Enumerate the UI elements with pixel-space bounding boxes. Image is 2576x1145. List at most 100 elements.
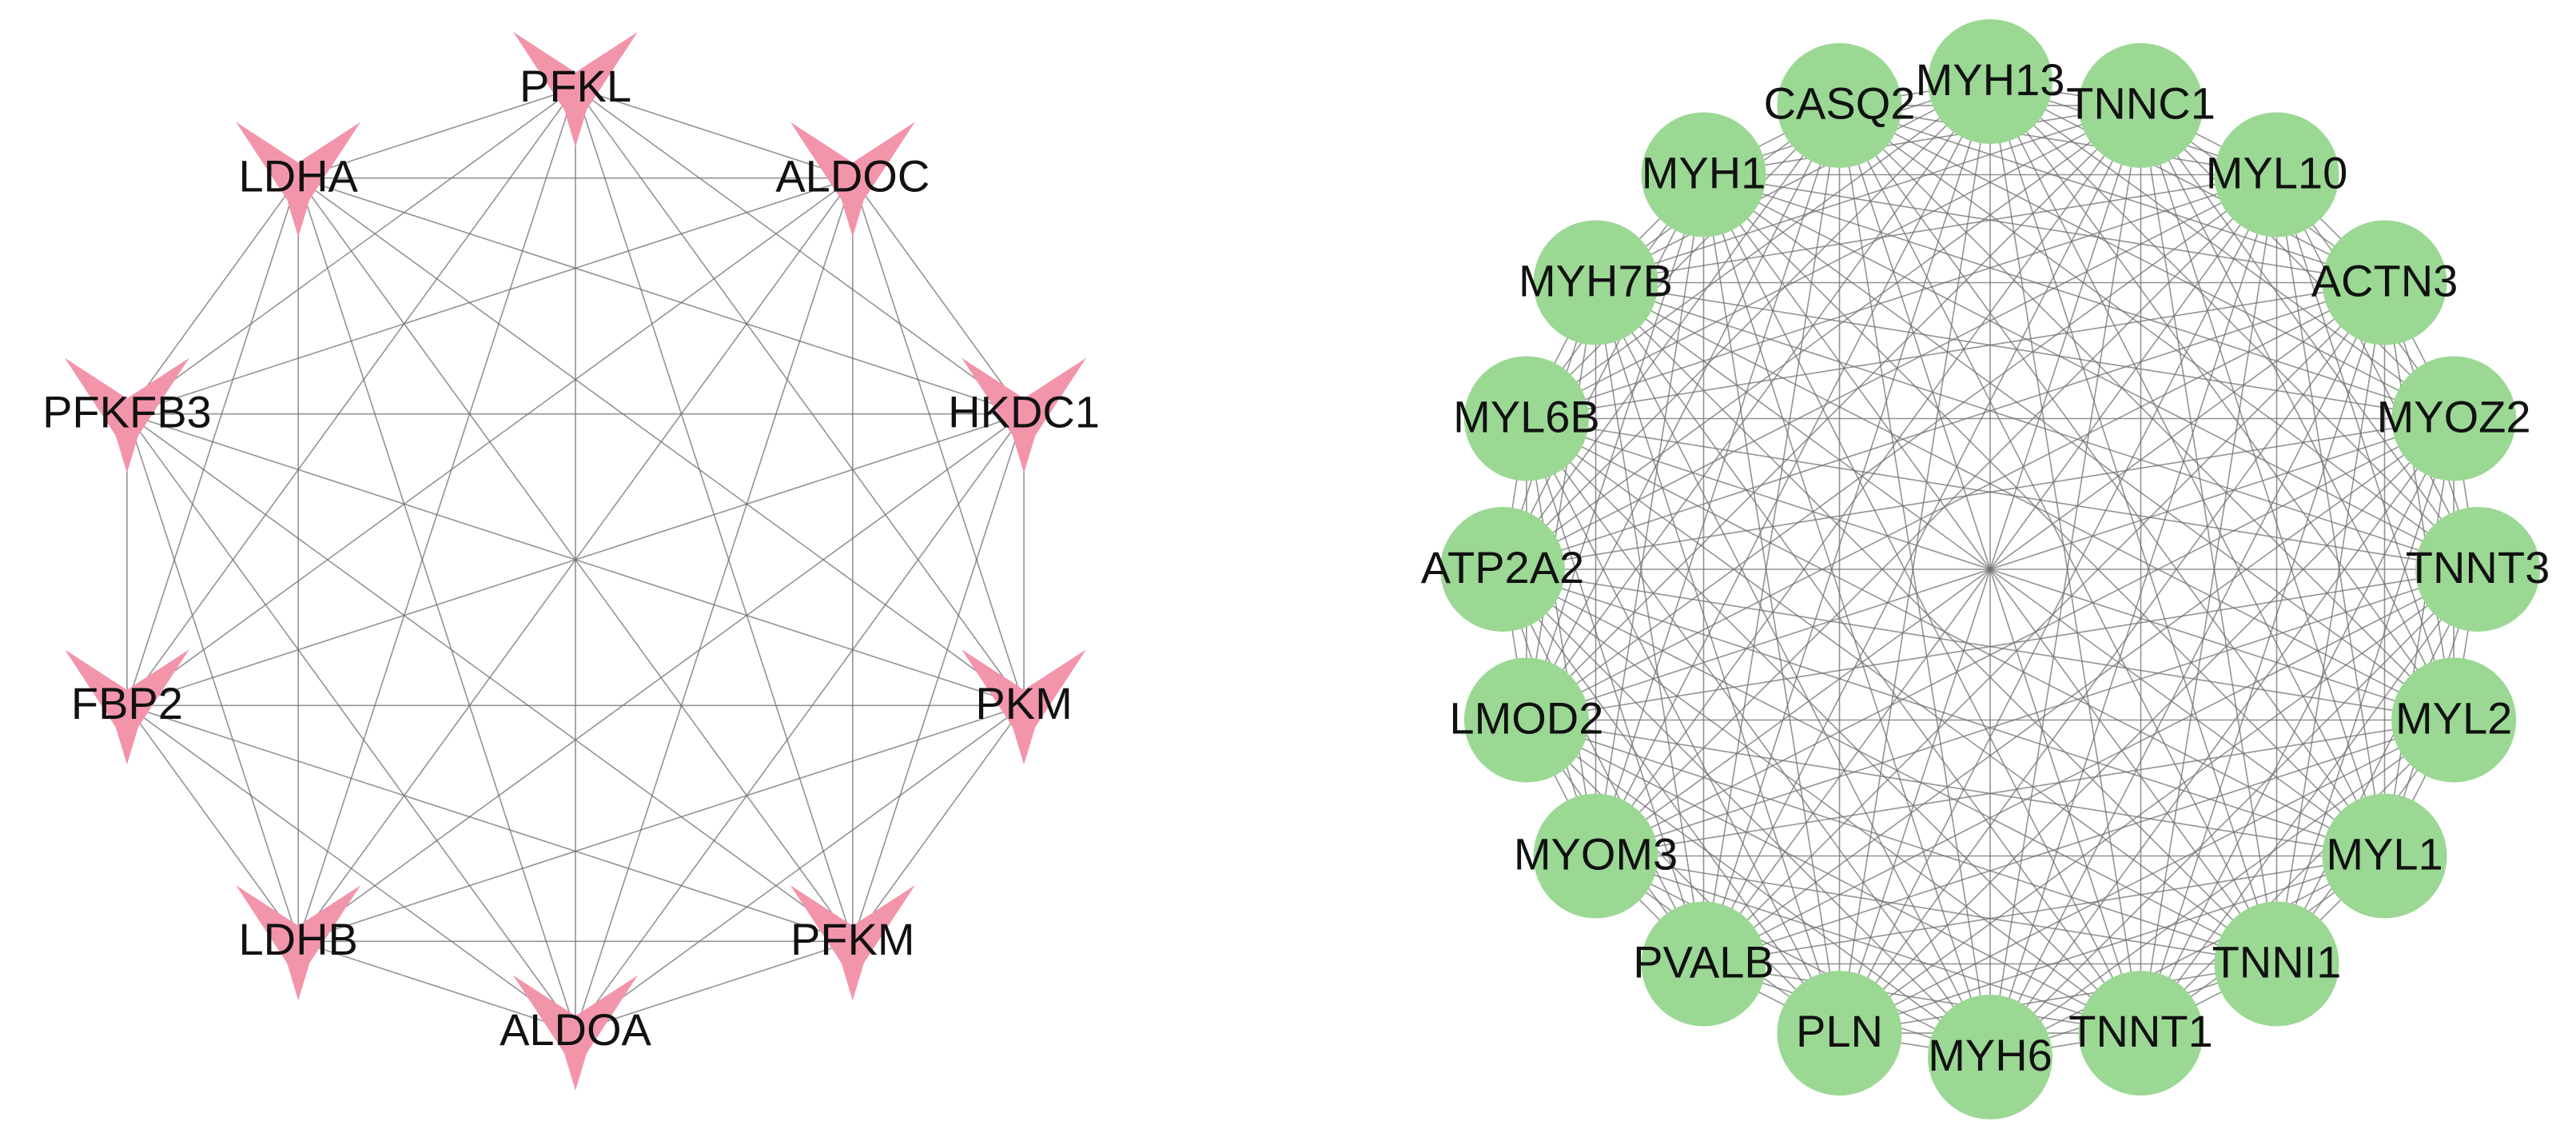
node-myl6b[interactable]: MYL6B — [1453, 356, 1600, 481]
node-myh7b[interactable]: MYH7B — [1519, 220, 1673, 345]
node-myh1[interactable]: MYH1 — [1641, 112, 1766, 237]
node-myoz2[interactable]: MYOZ2 — [2377, 356, 2531, 481]
edge-myl1-pvalb — [1703, 855, 2385, 965]
node-lmod2[interactable]: LMOD2 — [1449, 657, 1603, 783]
node-label: TNNC1 — [2066, 78, 2216, 129]
edge-myh13-myh7b — [1595, 81, 1991, 284]
node-label: MYOM3 — [1514, 828, 1678, 879]
node-label: MYH1 — [1642, 147, 1766, 197]
edge-tnnc1-myh1 — [1703, 105, 2141, 176]
node-arrowhead-shape — [790, 885, 915, 1001]
edge-myh6-atp2a2 — [1502, 569, 1991, 1058]
node-tnnc1[interactable]: TNNC1 — [2066, 42, 2216, 168]
node-circle-shape — [2415, 507, 2540, 632]
edge-myl10-tnnt3 — [2275, 174, 2478, 570]
edge-tnnt1-lmod2 — [1526, 719, 2141, 1034]
node-circle-shape — [2078, 971, 2204, 1096]
edge-pfkl-aldoc — [575, 87, 854, 179]
node-circle-shape — [1641, 112, 1766, 237]
edge-tnnc1-tnni1 — [2140, 105, 2278, 964]
edge-tnnc1-lmod2 — [1526, 105, 2142, 721]
edge-myl2-myh7b — [1595, 281, 2455, 721]
node-tnnt1[interactable]: TNNT1 — [2068, 971, 2213, 1096]
node-label: MYH7B — [1519, 255, 1673, 305]
edge-myl2-casq2 — [1838, 105, 2455, 721]
node-myh13[interactable]: MYH13 — [1916, 19, 2065, 144]
edge-pvalb-atp2a2 — [1502, 569, 1705, 964]
edge-tnnt3-casq2 — [1839, 105, 2478, 570]
node-pfkfb3[interactable]: PFKFB3 — [42, 357, 212, 473]
edge-myh6-myl6b — [1526, 418, 1991, 1058]
node-pvalb[interactable]: PVALB — [1633, 901, 1774, 1027]
edge-myom3-myl6b — [1526, 418, 1597, 856]
node-casq2[interactable]: CASQ2 — [1764, 42, 1916, 168]
node-ldha[interactable]: LDHA — [236, 122, 361, 237]
edge-myl10-myh7b — [1595, 174, 2277, 284]
node-label: LDHB — [239, 914, 358, 964]
node-myl2[interactable]: MYL2 — [2391, 657, 2517, 783]
edge-atp2a2-casq2 — [1502, 105, 1841, 570]
edge-pfkl-ldha — [297, 87, 576, 179]
node-circle-shape — [2214, 901, 2339, 1027]
node-pfkl[interactable]: PFKL — [513, 31, 638, 148]
node-label: PVALB — [1633, 936, 1774, 987]
edge-tnnc1-myh6 — [1989, 105, 2142, 1058]
node-arrowhead-shape — [962, 649, 1087, 765]
edge-tnnt1-myom3 — [1595, 855, 2141, 1034]
node-myom3[interactable]: MYOM3 — [1514, 793, 1678, 919]
edge-myl1-myh6 — [1989, 855, 2385, 1058]
node-tnnt3[interactable]: TNNT3 — [2406, 507, 2550, 632]
edge-myoz2-myh7b — [1595, 281, 2455, 420]
node-pfkm[interactable]: PFKM — [790, 885, 915, 1001]
edge-myl10-myom3 — [1595, 174, 2278, 857]
edge-aldoc-hkdc1 — [852, 178, 1025, 415]
node-fbp2[interactable]: FBP2 — [64, 649, 189, 765]
edge-pfkl-fbp2 — [126, 87, 576, 706]
edge-myom3-casq2 — [1595, 105, 1841, 856]
edge-actn3-myl6b — [1526, 281, 2385, 420]
node-aldoa[interactable]: ALDOA — [500, 975, 652, 1091]
edge-myl1-casq2 — [1838, 105, 2386, 856]
edge-myl10-atp2a2 — [1502, 174, 2277, 570]
node-myh6[interactable]: MYH6 — [1928, 995, 2052, 1119]
edge-pkm-pfkm — [852, 704, 1025, 942]
edge-tnnc1-myl6b — [1526, 105, 2141, 420]
edge-myom3-myh1 — [1595, 174, 1705, 856]
glycolysis-edges — [126, 87, 1025, 1032]
node-hkdc1[interactable]: HKDC1 — [948, 357, 1100, 473]
node-label: TNNI1 — [2212, 936, 2342, 987]
edge-myh13-myom3 — [1595, 81, 1991, 856]
node-pln[interactable]: PLN — [1777, 971, 1902, 1096]
node-actn3[interactable]: ACTN3 — [2311, 220, 2459, 345]
node-arrowhead-shape — [64, 357, 189, 473]
edge-myoz2-pln — [1838, 417, 2455, 1034]
node-atp2a2[interactable]: ATP2A2 — [1421, 507, 1584, 632]
node-circle-shape — [1463, 657, 1589, 783]
node-circle-shape — [2322, 220, 2447, 345]
edge-pfkm-fbp2 — [126, 704, 854, 943]
node-label: FBP2 — [71, 678, 183, 728]
node-pkm[interactable]: PKM — [962, 649, 1087, 765]
edge-myoz2-myl1 — [2383, 418, 2455, 856]
node-label: HKDC1 — [948, 386, 1100, 437]
edge-myoz2-tnnt1 — [2140, 418, 2455, 1034]
node-circle-shape — [1463, 356, 1589, 481]
node-myl10[interactable]: MYL10 — [2206, 112, 2347, 237]
edge-tnnc1-myoz2 — [2140, 105, 2455, 420]
edge-pvalb-myl6b — [1526, 418, 1705, 964]
node-label: MYOZ2 — [2377, 391, 2531, 441]
node-aldoc[interactable]: ALDOC — [775, 122, 930, 237]
edge-tnni1-atp2a2 — [1502, 569, 2277, 965]
edge-tnnt3-myl6b — [1526, 417, 2478, 570]
node-tnni1[interactable]: TNNI1 — [2212, 901, 2342, 1027]
edge-fbp2-ldha — [126, 178, 299, 706]
edge-actn3-myl2 — [2383, 282, 2455, 720]
node-ldhb[interactable]: LDHB — [236, 885, 361, 1001]
node-circle-shape — [2078, 42, 2204, 168]
node-myl1[interactable]: MYL1 — [2322, 793, 2447, 919]
edge-myh6-myh1 — [1702, 174, 1991, 1058]
node-label: PKM — [975, 678, 1072, 728]
node-arrowhead-shape — [790, 122, 915, 237]
